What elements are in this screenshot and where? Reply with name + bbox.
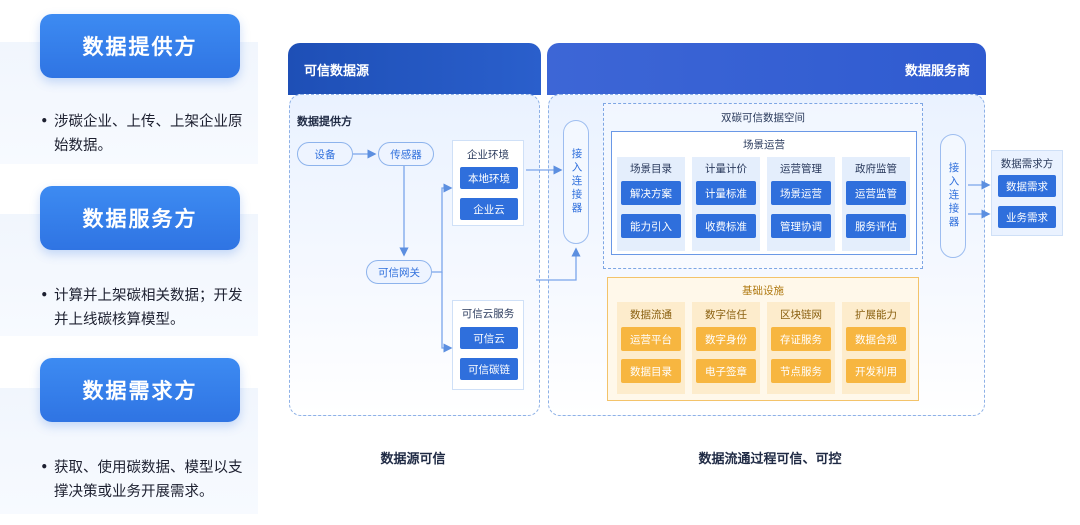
access-connector-right-label: 接入连接器 xyxy=(947,162,960,230)
arrow-gateway-to-cloud xyxy=(441,272,453,353)
data-catalog-item: 数据目录 xyxy=(621,359,681,383)
infra-col-trust-title: 数字信任 xyxy=(705,309,747,321)
compliance-item: 数据合规 xyxy=(846,327,906,351)
device-node: 设备 xyxy=(297,142,353,166)
scene-col-catalog-title: 场景目录 xyxy=(630,163,672,175)
scene-col-gov-title: 政府监管 xyxy=(855,163,897,175)
e-seal-item: 电子签章 xyxy=(696,359,756,383)
infra-col-chain-title: 区块链网 xyxy=(780,309,822,321)
service-provider-header: 数据服务商 xyxy=(547,43,986,95)
scene-col-metering-title: 计量计价 xyxy=(705,163,747,175)
business-demand-item: 业务需求 xyxy=(998,206,1056,228)
solution-item: 解决方案 xyxy=(621,181,681,205)
role-title-demand: 数据需求方 xyxy=(40,358,240,422)
role-title-provider: 数据提供方 xyxy=(40,14,240,78)
data-space-title: 双碳可信数据空间 xyxy=(721,112,805,124)
arrow-gateway-to-enterprise xyxy=(432,183,453,273)
trusted-source-header: 可信数据源 xyxy=(288,43,541,95)
fee-std-item: 收费标准 xyxy=(696,214,756,238)
scene-col-ops-title: 运营管理 xyxy=(780,163,822,175)
node-service-item: 节点服务 xyxy=(771,359,831,383)
provider-label: 数据提供方 xyxy=(297,115,352,128)
data-demand-item: 数据需求 xyxy=(998,175,1056,197)
sensor-node: 传感器 xyxy=(378,142,434,166)
role-desc-provider: 涉碳企业、上传、上架企业原始数据。 xyxy=(40,110,250,158)
evidence-service-item: 存证服务 xyxy=(771,327,831,351)
access-connector-left-label: 接入连接器 xyxy=(570,148,583,216)
scene-ops-item: 场景运营 xyxy=(771,181,831,205)
demand-title: 数据需求方 xyxy=(1000,158,1054,170)
gateway-node: 可信网关 xyxy=(366,260,432,284)
capability-item: 能力引入 xyxy=(621,214,681,238)
access-connector-left: 接入连接器 xyxy=(563,120,589,244)
digital-id-item: 数字身份 xyxy=(696,327,756,351)
role-title-service: 数据服务方 xyxy=(40,186,240,250)
service-eval-item: 服务评估 xyxy=(846,214,906,238)
trusted-carbon-chain-item: 可信碳链 xyxy=(460,358,518,380)
role-desc-service: 计算并上架碳相关数据；开发并上线碳核算模型。 xyxy=(40,284,250,332)
enterprise-cloud-item: 企业云 xyxy=(460,198,518,220)
access-connector-right: 接入连接器 xyxy=(940,134,966,258)
caption-flow-trusted: 数据流通过程可信、可控 xyxy=(698,452,842,467)
dev-usage-item: 开发利用 xyxy=(846,359,906,383)
infra-col-flow-title: 数据流通 xyxy=(630,309,672,321)
caption-source-trusted: 数据源可信 xyxy=(380,452,446,467)
infra-col-ext-title: 扩展能力 xyxy=(855,309,897,321)
ops-supervision-item: 运营监管 xyxy=(846,181,906,205)
trusted-cloud-title: 可信云服务 xyxy=(461,308,515,320)
arrow-cloud-to-connector xyxy=(536,247,581,281)
local-env-item: 本地环境 xyxy=(460,167,518,189)
ops-platform-item: 运营平台 xyxy=(621,327,681,351)
role-desc-demand: 获取、使用碳数据、模型以支撑决策或业务开展需求。 xyxy=(40,456,250,504)
coordination-item: 管理协调 xyxy=(771,214,831,238)
service-provider-panel: 数据服务商 xyxy=(547,43,986,417)
infra-title: 基础设施 xyxy=(742,285,784,297)
enterprise-env-title: 企业环境 xyxy=(467,149,509,161)
trusted-cloud-item: 可信云 xyxy=(460,327,518,349)
trusted-source-panel: 可信数据源 xyxy=(288,43,541,417)
scene-ops-title: 场景运营 xyxy=(743,139,785,151)
metering-std-item: 计量标准 xyxy=(696,181,756,205)
